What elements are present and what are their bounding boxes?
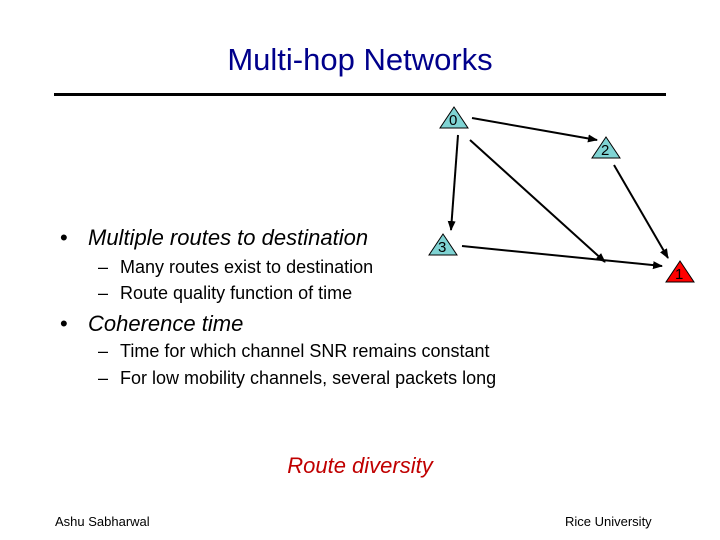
node-label: 0 [449,112,457,129]
sub-bullet-low-mobility: –For low mobility channels, several pack… [98,368,496,389]
node-1: 1 [665,260,695,283]
route-diversity-caption: Route diversity [287,453,433,478]
footer-author: Ashu Sabharwal [55,514,150,529]
footer-institution: Rice University [565,514,652,529]
edge-0-to-1 [469,139,606,263]
edge-0-to-3 [447,134,459,231]
node-label: 1 [675,266,683,283]
bullet-glyph: • [60,311,68,336]
node-label: 2 [601,142,609,159]
dash-glyph: – [98,283,109,303]
bullet-glyph: • [60,225,68,250]
sub-bullet-text: For low mobility channels, several packe… [120,368,497,388]
dash-glyph: – [98,257,109,277]
title-divider [54,93,666,96]
edge-0-to-2 [471,117,598,143]
bullet-text: Multiple routes to destination [88,225,369,250]
sub-bullet-many-routes: –Many routes exist to destination [98,257,373,278]
sub-bullet-text: Many routes exist to destination [120,257,374,277]
slide-title: Multi-hop Networks [227,42,493,77]
dash-glyph: – [98,368,109,388]
sub-bullet-text: Route quality function of time [120,283,353,303]
node-3: 3 [428,233,458,256]
edge-2-to-1 [613,164,669,259]
sub-bullet-route-quality: –Route quality function of time [98,283,352,304]
bullet-text: Coherence time [88,311,244,336]
node-0: 0 [439,106,469,129]
edge-3-to-1 [461,245,663,270]
bullet-coherence-time: • Coherence time [60,311,243,337]
bullet-multiple-routes: • Multiple routes to destination [60,225,368,251]
dash-glyph: – [98,341,109,361]
node-2: 2 [591,136,621,159]
sub-bullet-text: Time for which channel SNR remains const… [120,341,490,361]
sub-bullet-snr-constant: –Time for which channel SNR remains cons… [98,341,489,362]
node-label: 3 [438,239,446,256]
